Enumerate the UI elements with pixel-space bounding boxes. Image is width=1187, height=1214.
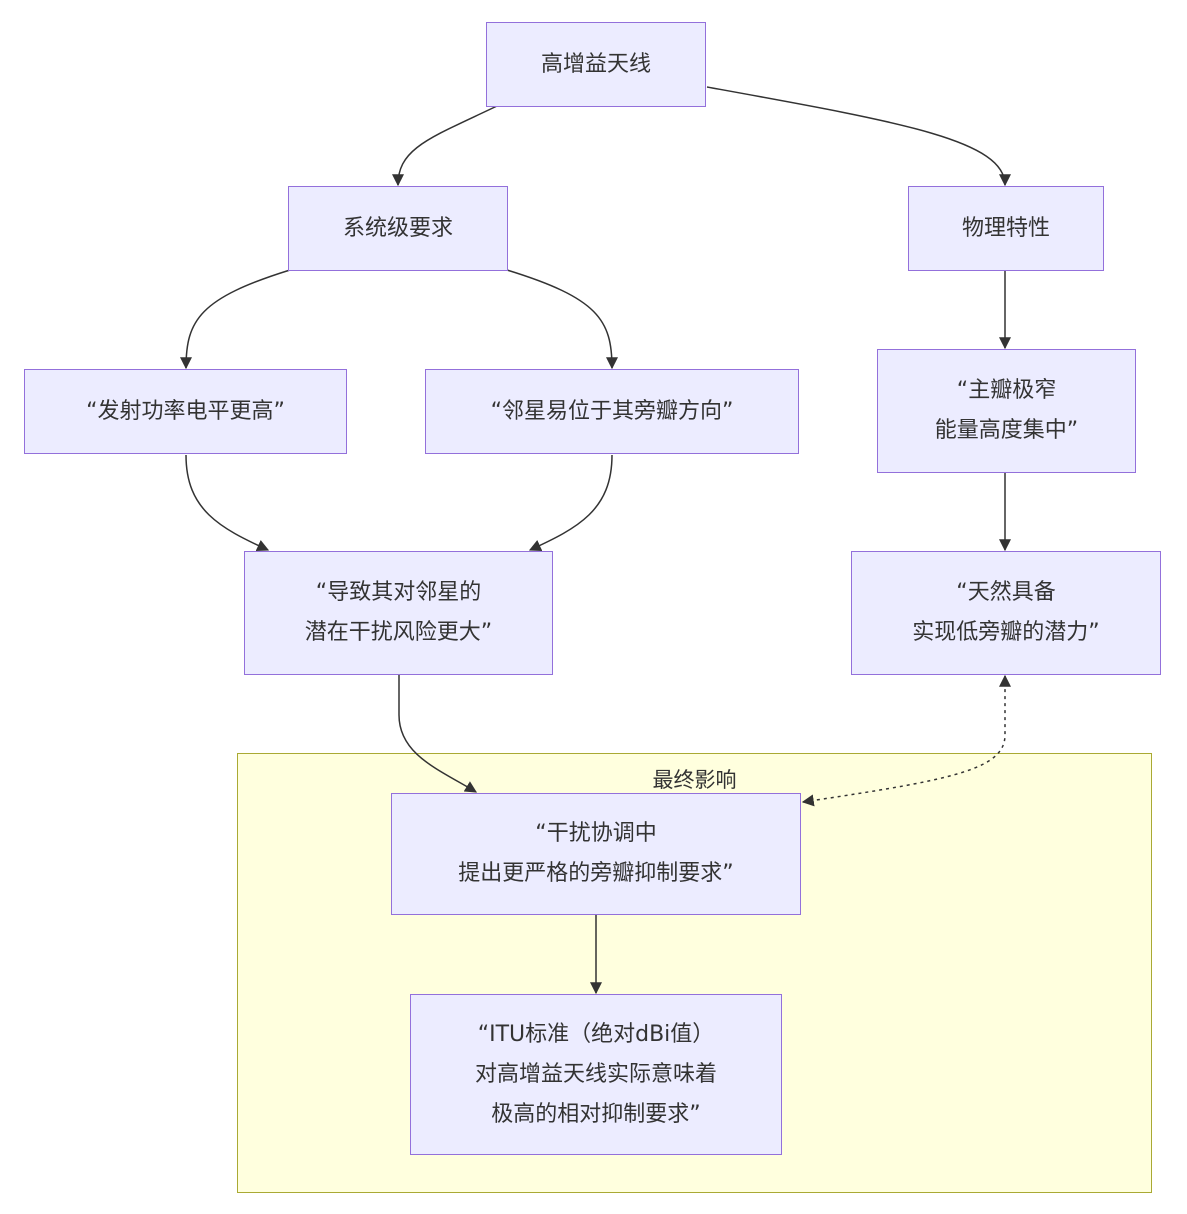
node-interference-risk: “导致其对邻星的 潜在干扰风险更大” <box>244 551 553 675</box>
node-low-sidelobe-potential: “天然具备 实现低旁瓣的潜力” <box>851 551 1161 675</box>
edge-sys-neighbor <box>506 269 618 370</box>
node-neighbor-sidelobe-label: “邻星易位于其旁瓣方向” <box>490 398 734 424</box>
node-system-requirements: 系统级要求 <box>288 186 508 271</box>
node-high-gain-antenna-label: 高增益天线 <box>540 51 651 77</box>
cluster-title: 最终影响 <box>652 768 737 792</box>
edge-root-sys <box>392 105 498 187</box>
edge-root-phys <box>706 86 1011 187</box>
node-system-requirements-label: 系统级要求 <box>342 215 453 241</box>
node-high-gain-antenna: 高增益天线 <box>486 22 706 107</box>
node-low-sidelobe-potential-label: “天然具备 实现低旁瓣的潜力” <box>912 580 1100 645</box>
edge-neighbor-risk <box>528 454 613 551</box>
node-higher-power-label: “发射功率电平更高” <box>86 398 285 424</box>
edge-sys-power <box>180 269 291 370</box>
node-interference-risk-label: “导致其对邻星的 潜在干扰风险更大” <box>304 580 493 645</box>
node-physical-properties-label: 物理特性 <box>961 215 1050 241</box>
node-coordination: “干扰协调中 提出更严格的旁瓣抑制要求” <box>391 793 801 915</box>
edge-power-risk <box>185 454 270 551</box>
node-coordination-label: “干扰协调中 提出更严格的旁瓣抑制要求” <box>458 821 734 886</box>
node-physical-properties: 物理特性 <box>908 186 1104 271</box>
node-itu-standard: “ITU标准（绝对dBi值） 对高增益天线实际意味着 极高的相对抑制要求” <box>410 994 782 1155</box>
node-narrow-mainlobe-label: “主瓣极窄 能量高度集中” <box>934 378 1079 443</box>
node-itu-standard-label: “ITU标准（绝对dBi值） 对高增益天线实际意味着 极高的相对抑制要求” <box>474 1021 717 1127</box>
node-neighbor-sidelobe: “邻星易位于其旁瓣方向” <box>425 369 799 454</box>
node-narrow-mainlobe: “主瓣极窄 能量高度集中” <box>877 349 1136 473</box>
node-higher-power: “发射功率电平更高” <box>24 369 347 454</box>
